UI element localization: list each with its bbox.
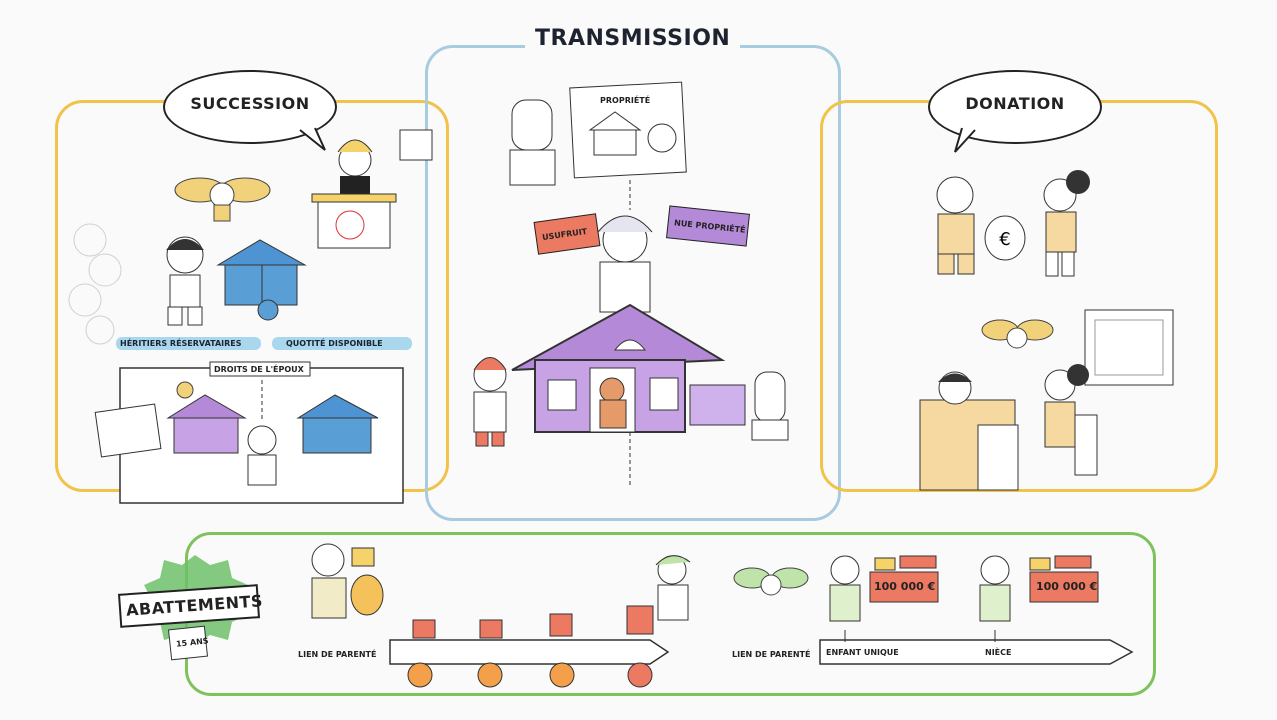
angel-icon — [174, 177, 271, 222]
angel-abattement-icon — [733, 567, 809, 596]
property-sign-icon — [569, 81, 687, 179]
woman-with-signs-icon — [597, 215, 653, 313]
notary-desk-icon — [919, 371, 1019, 491]
heir-figure-icon — [166, 236, 204, 326]
lien-parente-label-1: LIEN DE PARENTÉ — [298, 650, 377, 659]
man-pointing-icon — [509, 99, 556, 186]
quotite-disponible-label: QUOTITÉ DISPONIBLE — [286, 339, 383, 348]
child-figure-icon — [829, 555, 861, 622]
niece-label: NIÈCE — [985, 648, 1012, 657]
donation-title: DONATION — [965, 94, 1065, 113]
spouse-figure-icon — [247, 425, 277, 486]
lien-parente-label-2: LIEN DE PARENTÉ — [732, 650, 811, 659]
man-right-icon — [751, 371, 789, 441]
receiving-woman-icon — [1043, 170, 1090, 277]
blue-house-small-icon — [296, 394, 379, 454]
succession-bubble: SUCCESSION — [163, 70, 337, 144]
purple-house-small-icon — [166, 394, 247, 454]
brick-wall-icon — [689, 384, 746, 426]
succession-title: SUCCESSION — [190, 94, 310, 113]
old-man-red-icon — [473, 357, 507, 447]
angel-donation-icon — [981, 319, 1054, 349]
droits-epoux-label: DROITS DE L'ÉPOUX — [214, 365, 304, 374]
donation-bubble: DONATION — [928, 70, 1102, 144]
calendar-icon — [167, 625, 209, 661]
young-man-cap-icon — [655, 555, 691, 621]
transmission-title: TRANSMISSION — [525, 26, 741, 51]
elder-with-bag-icon — [311, 543, 384, 619]
faded-crowd-icon — [68, 223, 122, 345]
wall-picture-icon — [1084, 309, 1174, 386]
purple-house-icon — [511, 303, 726, 433]
propriete-sign-label: PROPRIÉTÉ — [600, 96, 651, 105]
heritiers-reservataires-label: HÉRITIERS RÉSERVATAIRES — [120, 339, 242, 348]
blue-house-icon — [216, 239, 307, 321]
notary-icon — [311, 129, 433, 249]
amount-niece: 100 000 € — [1036, 580, 1098, 593]
amount-enfant: 100 000 € — [874, 580, 936, 593]
money-bags-row — [407, 662, 653, 688]
money-bag-icon: € — [984, 215, 1026, 261]
enfant-unique-label: ENFANT UNIQUE — [826, 648, 899, 657]
timeline-tags-1 — [412, 605, 654, 639]
photo-frame-icon — [94, 403, 162, 458]
niece-figure-icon — [979, 555, 1011, 622]
donor-man-icon — [936, 176, 975, 275]
svg-text:€: € — [999, 229, 1010, 250]
client-woman-icon — [1044, 364, 1098, 476]
